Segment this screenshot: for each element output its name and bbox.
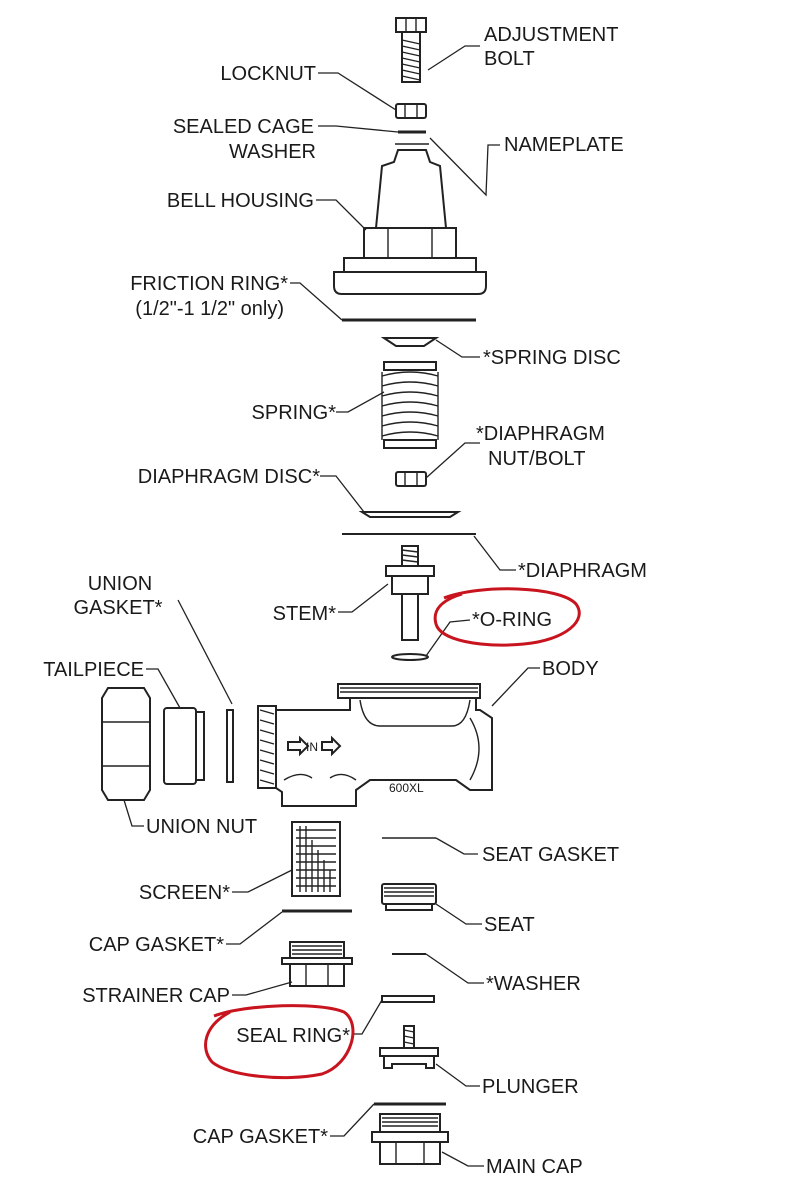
label-stem: STEM* [273, 603, 337, 625]
strainer-cap [281, 941, 353, 987]
spring [381, 361, 439, 449]
diaphragm-disc [358, 511, 462, 518]
label-main-cap: MAIN CAP [486, 1156, 583, 1178]
leader-lines [123, 45, 540, 1167]
main-cap [371, 1113, 449, 1165]
body-inlet-marking: IN [306, 740, 318, 754]
body: IN 600XL [257, 683, 493, 807]
label-spring: SPRING* [252, 402, 337, 424]
label-union-nut: UNION NUT [146, 816, 257, 838]
label-strainer-cap: STRAINER CAP [82, 985, 230, 1007]
label-locknut: LOCKNUT [220, 63, 316, 85]
label-seat-gasket: SEAT GASKET [482, 844, 619, 866]
label-diaphragm: *DIAPHRAGM [518, 560, 647, 582]
label-union-gasket-line2: GASKET* [74, 597, 163, 619]
label-o-ring: *O-RING [472, 609, 552, 631]
body-model-marking: 600XL [389, 781, 424, 795]
diaphragm-nut [395, 471, 427, 487]
label-nameplate: NAMEPLATE [504, 134, 624, 156]
seal-ring [381, 995, 435, 1003]
label-union-gasket-line1: UNION [88, 573, 152, 595]
locknut [395, 103, 427, 119]
label-diaphragm-nut-line2: NUT/BOLT [488, 448, 585, 470]
plunger [379, 1025, 439, 1069]
bell-housing [333, 149, 487, 295]
spring-disc [380, 337, 440, 347]
label-body: BODY [542, 658, 599, 680]
seat [381, 883, 437, 911]
tailpiece [163, 707, 205, 785]
label-seal-ring: SEAL RING* [236, 1025, 350, 1047]
label-friction-ring-line2: (1/2"-1 1/2" only) [135, 298, 284, 320]
union-nut [101, 687, 151, 801]
label-spring-disc: *SPRING DISC [483, 347, 621, 369]
label-bell-housing: BELL HOUSING [167, 190, 314, 212]
o-ring-highlight [433, 587, 581, 647]
label-tailpiece: TAILPIECE [43, 659, 144, 681]
label-diaphragm-nut-line1: *DIAPHRAGM [476, 423, 605, 445]
stem [385, 545, 435, 641]
o-ring [391, 653, 429, 661]
union-gasket [226, 709, 234, 783]
label-screen: SCREEN* [139, 882, 230, 904]
label-plunger: PLUNGER [482, 1076, 579, 1098]
label-cap-gasket-lower: CAP GASKET* [193, 1126, 328, 1148]
label-adjustment-bolt-line1: ADJUSTMENT [484, 24, 618, 46]
seal-ring-highlight [204, 1004, 355, 1080]
label-adjustment-bolt-line2: BOLT [484, 48, 535, 70]
label-sealed-cage-line2: WASHER [229, 141, 316, 163]
label-cap-gasket-upper: CAP GASKET* [89, 934, 224, 956]
label-diaphragm-disc: DIAPHRAGM DISC* [138, 466, 320, 488]
label-sealed-cage-line1: SEALED CAGE [173, 116, 314, 138]
screen [291, 821, 341, 897]
label-seat: SEAT [484, 914, 535, 936]
label-friction-ring-line1: FRICTION RING* [130, 273, 288, 295]
label-washer: *WASHER [486, 973, 581, 995]
adjustment-bolt [395, 17, 427, 83]
labels: ADJUSTMENT BOLT LOCKNUT SEALED CAGE WASH… [43, 24, 647, 1178]
